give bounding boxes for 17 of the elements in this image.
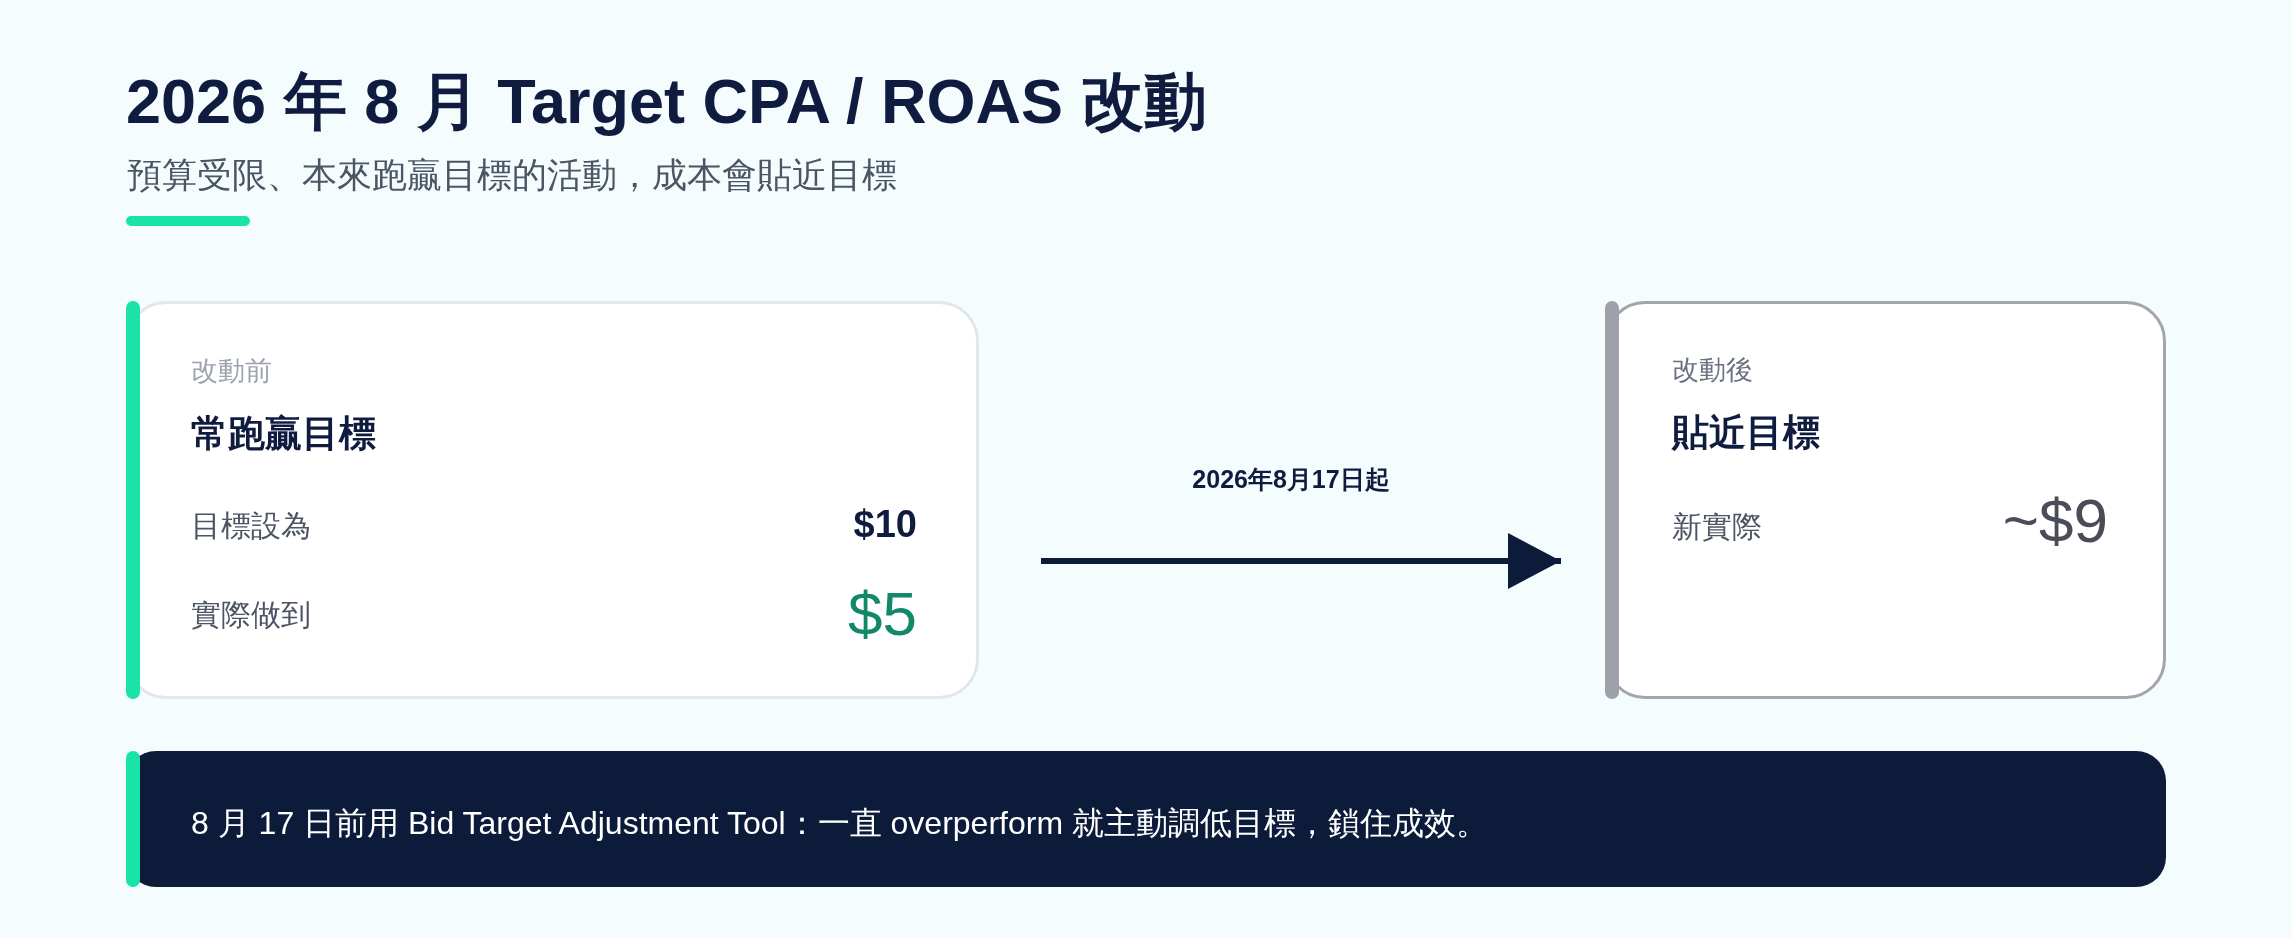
status-label: 改動後 [1672, 353, 1753, 387]
comparison-card [126, 301, 979, 699]
note-text: 8 月 17 日前用 Bid Target Adjustment Tool：一直 overperform 就主動調低目標，鎖住成效。 [191, 803, 1488, 843]
metric-label: 目標設為 [191, 508, 311, 544]
page-subtitle: 預算受限、本來跑贏目標的活動，成本會貼近目標 [127, 154, 897, 196]
status-label: 改動前 [191, 354, 272, 388]
metric-label: 新實際 [1672, 509, 1762, 545]
comparison-card [1605, 301, 2166, 699]
card-title: 常跑贏目標 [191, 411, 376, 456]
metric-value: $5 [848, 577, 917, 650]
metric-value: ~$9 [2002, 484, 2108, 557]
page-title: 2026 年 8 月 Target CPA / ROAS 改動 [126, 65, 1207, 138]
arrow [1041, 533, 1561, 589]
metric-label: 實際做到 [191, 597, 311, 633]
metric-value: $10 [853, 502, 917, 548]
card-title: 貼近目標 [1672, 410, 1820, 455]
note-banner [126, 751, 2166, 887]
